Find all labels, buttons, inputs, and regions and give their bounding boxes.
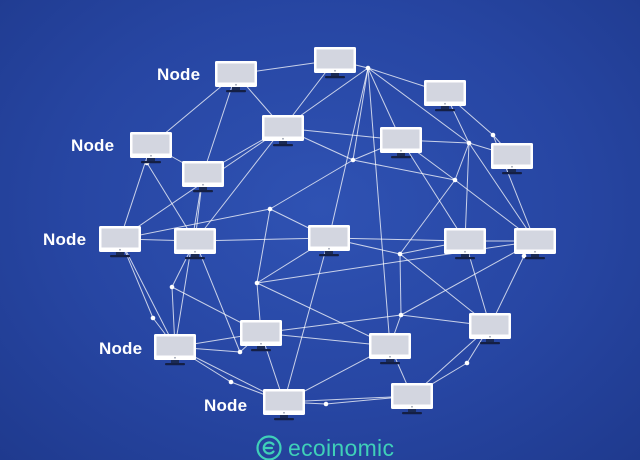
connection-line [399,253,402,316]
connection-line [367,67,391,347]
connection-line [328,67,369,239]
connection-line [256,240,536,284]
connection-line [283,395,413,403]
monitor-icon [469,313,511,345]
monitor-icon [391,383,433,415]
connection-line [400,240,536,316]
junction-dot [350,157,356,163]
connection-line [174,173,204,348]
junction-dot [323,401,329,407]
ecoinomic-logo-icon [256,435,282,460]
monitor-icon [154,334,196,366]
connection-line [399,179,456,255]
monitor-icon [240,320,282,352]
connection-line [119,144,152,240]
connection-line [283,237,330,403]
monitor-icon [263,389,305,421]
monitor-icon [174,228,216,260]
junction-dot [267,206,273,212]
monitor-icon [369,333,411,365]
connection-line [468,142,536,242]
junction-dot [150,315,156,321]
connection-line [256,208,271,284]
node-label-5: Node [204,396,248,415]
connection-line [119,208,271,240]
connection-line [464,240,491,327]
monitor-icon [130,132,172,164]
monitor-icon [182,161,224,193]
connection-line [352,159,456,181]
monitor-icon [262,115,304,147]
brand-name: ecoinomic [288,434,395,460]
junction-dot [228,379,234,385]
connection-line [328,237,466,242]
junction-dot [464,360,470,366]
junction-dot [365,65,371,71]
connection-line [119,238,154,319]
monitor-icon [99,226,141,258]
connection-line [256,282,391,347]
connection-line [400,139,466,242]
node-label-1: Node [157,65,201,84]
connection-line [454,142,470,181]
junction-dot [490,132,496,138]
junction-dot [169,284,175,290]
connection-line [194,240,241,353]
node-label-2: Node [71,136,115,155]
monitor-icon [424,80,466,112]
monitor-icon [444,228,486,260]
connection-line [464,142,470,242]
junction-layer [144,65,527,407]
connection-line [194,127,284,242]
monitor-icon [491,143,533,175]
junction-dot [521,253,527,259]
connection-line [260,332,391,347]
monitor-icon [380,127,422,159]
node-label-3: Node [43,230,87,249]
node-label-4: Node [99,339,143,358]
connection-line [194,237,330,242]
connection-line [202,73,237,175]
monitor-icon [314,47,356,79]
connection-line [260,314,402,334]
junction-dot [466,140,472,146]
junction-dot [397,251,403,257]
junction-dot [254,280,260,286]
monitor-layer [99,47,556,421]
junction-dot [452,177,458,183]
connection-line [367,67,470,144]
monitor-icon [215,61,257,93]
connection-line [352,67,369,161]
brand-logo: ecoinomic [256,431,394,460]
connection-line [269,159,354,210]
junction-dot [398,312,404,318]
junction-dot [237,349,243,355]
monitor-icon [514,228,556,260]
monitor-icon [308,225,350,257]
